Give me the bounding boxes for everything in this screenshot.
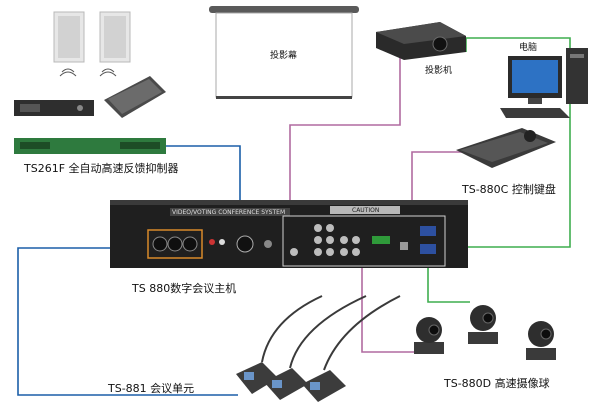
- host-label: TS 880数字会议主机: [132, 282, 237, 295]
- control-keyboard-label: TS-880C 控制键盘: [462, 183, 556, 196]
- conference-units: [236, 295, 401, 402]
- camera-label: TS-880D 高速摄像球: [444, 377, 550, 390]
- conference-host: [110, 200, 468, 268]
- sound-waves-icon: [59, 68, 117, 77]
- video-line-host-projector: [289, 55, 401, 218]
- audio-line-host-units: [17, 247, 238, 396]
- panel-header-label: VIDEO/VOTING CONFERENCE SYSTEM: [172, 209, 286, 216]
- computer-tower: [566, 48, 588, 104]
- audio-connector-group: [147, 229, 203, 259]
- speakers: [53, 11, 131, 77]
- conference-unit-label: TS-881 会议单元: [108, 382, 195, 395]
- feedback-suppressor: [14, 138, 166, 154]
- projector-lens-icon: [432, 36, 448, 52]
- video-connector-group: [282, 215, 446, 267]
- computer: [500, 48, 588, 118]
- conference-unit: [264, 295, 367, 400]
- camera: [414, 317, 444, 354]
- audio-line-suppressor-host: [165, 145, 241, 200]
- conference-unit: [302, 295, 401, 402]
- projector-label: 投影机: [425, 66, 453, 76]
- screen-label: 投影幕: [270, 51, 298, 61]
- camera-lens-icon: [482, 312, 494, 324]
- projector: [376, 22, 466, 60]
- control-line-host-cameras: [427, 255, 470, 303]
- panel-caution-label: CAUTION: [352, 207, 380, 214]
- camera-lens-icon: [428, 324, 440, 336]
- feedback-suppressor-label: TS261F 全自动高速反馈抑制器: [24, 162, 179, 175]
- control-keyboard-device: [456, 128, 556, 168]
- speaker-right: [99, 11, 131, 63]
- joystick-icon: [524, 130, 536, 142]
- amplifier: [14, 100, 94, 116]
- control-line-keyboard-host: [411, 151, 462, 222]
- camera: [526, 321, 556, 360]
- projector-screen: [209, 6, 359, 99]
- camera-lens-icon: [540, 328, 552, 340]
- video-line-host-cameras: [361, 255, 426, 353]
- speaker-left: [53, 11, 85, 63]
- conference-unit: [236, 295, 323, 394]
- computer-label: 电脑: [519, 43, 538, 53]
- mixer: [104, 76, 166, 118]
- cameras: [414, 305, 556, 360]
- computer-keyboard: [500, 108, 570, 118]
- camera: [468, 305, 498, 344]
